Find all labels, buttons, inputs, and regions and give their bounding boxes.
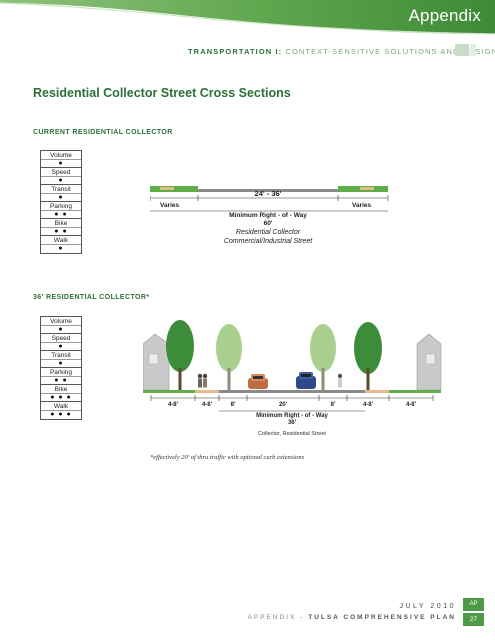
page-number: 27 [463, 613, 484, 626]
car-icon [296, 372, 316, 389]
diagram-caption: Collector, Residential Street [258, 431, 326, 437]
tree-icon [216, 324, 242, 390]
rating-label: Parking [41, 202, 81, 211]
row-label: Minimum Right - of - Way [229, 212, 307, 219]
rating-label: Speed [41, 168, 81, 177]
subheader-accent-bar [455, 44, 469, 56]
rating-label: Parking [41, 368, 81, 377]
grass-strip [143, 390, 195, 393]
car-icon [248, 374, 268, 389]
sidewalk [365, 390, 389, 393]
rating-dots: ● [41, 194, 81, 202]
rating-dots: ● ● [41, 377, 81, 385]
rating-dots: ● [41, 160, 81, 168]
header-band: Appendix [0, 0, 495, 36]
appendix-title: Appendix [408, 6, 481, 25]
row-value: 36' [288, 420, 297, 426]
rating-label: Volume [41, 317, 81, 326]
dim-label: 4-8' [168, 402, 179, 408]
rating-dots: ● ● ● [41, 411, 81, 419]
current-ratings-table: Volume ● Speed ● Transit ● Parking ● ● B… [40, 150, 82, 254]
header-swoosh [0, 0, 495, 35]
subheader-bold: TRANSPORTATION I: [188, 47, 283, 56]
tree-icon [354, 322, 382, 390]
row-label: Minimum Right - of - Way [256, 413, 328, 419]
pedestrian-icon [197, 373, 208, 388]
varies-left-label: Varies [160, 202, 180, 209]
section-tab: AP [463, 598, 484, 611]
footnote: *effectively 20' of thru traffic with op… [150, 454, 305, 461]
caption-line-1: Residential Collector [236, 229, 301, 236]
dim-label: 20' [279, 402, 288, 408]
dim-label: 4-8' [202, 402, 213, 408]
footer-date: JULY 2010 [399, 603, 456, 610]
current-collector-label: CURRENT RESIDENTIAL COLLECTOR [33, 129, 173, 136]
footer-plan: APPENDIX - TULSA COMPREHENSIVE PLAN [248, 614, 456, 621]
footer-plan-name: TULSA COMPREHENSIVE PLAN [308, 614, 456, 621]
rating-label: Transit [41, 351, 81, 360]
varies-right-label: Varies [352, 202, 372, 209]
tree-icon [166, 320, 194, 390]
rating-dots: ● [41, 326, 81, 334]
footer-plan-prefix: APPENDIX [247, 614, 297, 621]
proposed-ratings-table: Volume ● Speed ● Transit ● Parking ● ● B… [40, 316, 82, 420]
dim-label: 4-8' [406, 402, 417, 408]
sidewalk [160, 187, 174, 190]
tree-icon [310, 324, 336, 390]
subheader-light: CONTEXT-SENSITIVE SOLUTIONS AND DESIGN [285, 47, 495, 56]
road-surface [198, 189, 338, 192]
rating-label: Volume [41, 151, 81, 160]
current-cross-section-diagram: Varies 24' - 36' Varies Minimum Right - … [150, 186, 389, 245]
dim-label: 4-8' [363, 402, 374, 408]
dim-label: 8' [231, 402, 236, 408]
sidewalk [360, 187, 374, 190]
rating-dots: ● [41, 177, 81, 185]
pedestrian-icon [337, 373, 343, 388]
row-value: 60' [264, 220, 273, 227]
caption-line-2: Commercial/Industrial Street [224, 238, 313, 245]
rating-dots: ● ● ● [41, 394, 81, 402]
page-title: Residential Collector Street Cross Secti… [33, 86, 291, 100]
subheader-accent-bar-light [470, 44, 476, 56]
proposed-collector-label: 36' RESIDENTIAL COLLECTOR* [33, 294, 150, 301]
footer-plan-separator: - [296, 614, 309, 621]
rating-label: Speed [41, 334, 81, 343]
rating-dots: ● ● [41, 211, 81, 219]
rating-dots: ● [41, 245, 81, 253]
rating-dots: ● [41, 343, 81, 351]
sidewalk [195, 390, 219, 393]
rating-label: Transit [41, 185, 81, 194]
dim-label: 8' [331, 402, 336, 408]
section-subheader: TRANSPORTATION I: CONTEXT-SENSITIVE SOLU… [188, 47, 495, 56]
rating-dots: ● [41, 360, 81, 368]
rating-label: Bike [41, 219, 81, 228]
proposed-cross-section-diagram: 4-8' 4-8' 8' 20' 8' 4-8' 4-8' Minimum Ri… [143, 320, 442, 437]
width-range-label: 24' - 36' [255, 189, 282, 198]
rating-label: Walk [41, 236, 81, 245]
grass-strip [389, 390, 441, 393]
rating-dots: ● ● [41, 228, 81, 236]
rating-label: Bike [41, 385, 81, 394]
road-surface [219, 390, 365, 393]
rating-label: Walk [41, 402, 81, 411]
